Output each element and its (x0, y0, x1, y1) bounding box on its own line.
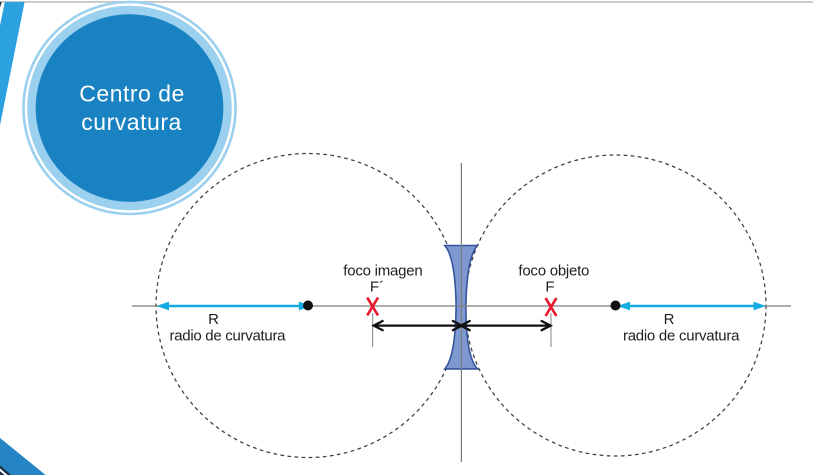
svg-text:radio de curvatura: radio de curvatura (170, 328, 287, 345)
svg-text:foco objeto: foco objeto (518, 263, 589, 280)
svg-text:Centro de: Centro de (79, 81, 184, 107)
svg-text:R: R (664, 311, 675, 328)
svg-text:radio de curvatura: radio de curvatura (623, 328, 740, 345)
svg-text:foco imagen: foco imagen (343, 263, 423, 280)
svg-text:curvatura: curvatura (81, 109, 181, 135)
svg-text:R: R (208, 311, 219, 328)
svg-text:F: F (545, 279, 554, 296)
svg-text:F´: F´ (370, 279, 384, 296)
